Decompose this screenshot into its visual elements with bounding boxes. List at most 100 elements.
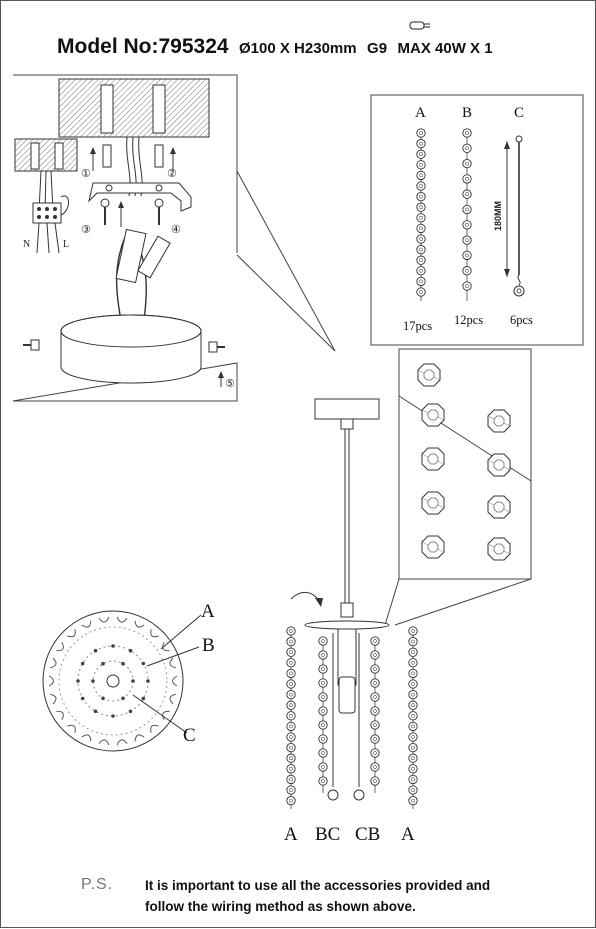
ring-crystal	[116, 616, 128, 623]
ring-c-point	[91, 679, 95, 683]
pendant-chain-a-left-bead	[286, 785, 296, 795]
pendant-chain-b-left-bead	[318, 678, 328, 688]
note-line-2: follow the wiring method as shown above.	[145, 899, 416, 914]
ring-crystal	[81, 734, 92, 742]
top-view-label-c: C	[183, 725, 196, 746]
crystal-detail-panel	[384, 348, 532, 626]
chain-label-bc: BC	[315, 824, 341, 845]
step-4: ④	[171, 224, 181, 236]
ring-c-point	[131, 679, 135, 683]
chain-a-bead	[416, 276, 426, 287]
pendant-chain-b-left-bead	[318, 664, 328, 674]
chain-b-bead	[462, 235, 472, 245]
pendant-chain-a-left-bead	[286, 668, 296, 679]
ring-crystal	[162, 641, 170, 652]
pendant-chain-a-right-bead	[408, 711, 418, 721]
pendant-chain-b-right-bead	[370, 776, 380, 786]
ring-c-point	[121, 696, 125, 701]
ring-crystal	[56, 641, 64, 652]
pendant-chain-b-left-bead	[318, 650, 328, 660]
pendant-chain-b-right-bead	[370, 664, 380, 674]
chain-b-bead	[462, 189, 472, 199]
ring-c-point	[101, 696, 105, 701]
pendant-chain-b-right-bead	[370, 762, 380, 772]
pendant-chain-a-right-bead	[408, 636, 418, 647]
ring-b-point	[111, 644, 115, 648]
pendant-chain-a-left-bead	[286, 626, 296, 636]
ring-crystal	[67, 629, 76, 638]
pendant-chain-b-right-bead	[370, 748, 380, 758]
chain-a-bead	[416, 287, 426, 297]
wattage-spec: MAX 40W X 1	[397, 40, 493, 57]
chain-a-bead	[416, 138, 426, 149]
pendant-chain-b-right-bead	[370, 650, 380, 660]
pendant-chain-b-left-bead	[318, 720, 328, 730]
pendant-chain-a-right-bead	[408, 764, 418, 774]
ring-c-point	[101, 661, 105, 666]
pendant-chain-b-right-bead	[370, 706, 380, 716]
pendant-chain-a-right-bead	[408, 700, 418, 710]
bulb-icon	[409, 21, 430, 30]
chain-label-cb: CB	[355, 824, 381, 845]
pendant-chain-a-left-bead	[286, 658, 296, 668]
ps-label: P.S.	[81, 876, 114, 893]
top-view-diagram	[42, 610, 202, 752]
ring-b-point	[128, 709, 133, 714]
part-c-quantity: 6pcs	[510, 313, 533, 327]
ring-crystal	[169, 657, 176, 669]
ring-crystal	[98, 616, 110, 623]
ring-crystal	[134, 734, 145, 742]
pendant-chain-a-left-bead	[286, 774, 296, 785]
ring-crystal	[134, 620, 145, 628]
pendant-chain-a-right-bead	[408, 647, 418, 657]
chain-a-bead	[416, 213, 426, 223]
chain-label-left-a: A	[284, 824, 298, 845]
pendant-chain-b-right-bead	[370, 734, 380, 744]
pendant-chain-b-left-bead	[318, 692, 328, 702]
pendant-chain-b-left-bead	[318, 776, 328, 786]
chain-b-bead	[462, 128, 472, 138]
chain-b-bead	[462, 204, 472, 215]
pendant-chain-b-left-bead	[318, 762, 328, 772]
pendant-chain-a-left-bead	[286, 700, 296, 710]
pendant-chain-b-right-bead	[370, 636, 380, 646]
ring-crystal	[67, 724, 76, 733]
step-3: ③	[81, 224, 91, 236]
ring-b-point	[93, 648, 98, 653]
pendant-chain-a-right-bead	[408, 795, 418, 806]
pendant-chain-a-right-bead	[408, 721, 418, 732]
chain-a-bead	[416, 181, 426, 191]
chain-b-bead	[462, 266, 472, 276]
ring-b-point	[93, 709, 98, 714]
pendant-chain-a-right-bead	[408, 774, 418, 785]
pendant-chain-a-left-bead	[286, 764, 296, 774]
model-number: Model No:795324	[57, 35, 229, 58]
page-title: Model No:795324 Ø100 X H230mm G9 MAX 40W…	[57, 35, 493, 59]
ring-crystal	[150, 724, 159, 733]
pendant-chain-a-right-bead	[408, 689, 418, 700]
ring-crystal	[150, 629, 159, 638]
ring-b-point	[128, 648, 133, 653]
ring-crystal	[98, 739, 110, 746]
step-5: ⑤	[225, 378, 235, 390]
wire-l-label: L	[63, 239, 69, 250]
part-a-letter: A	[415, 105, 426, 121]
pendant-chain-b-left-bead	[318, 734, 328, 744]
dimension-spec: Ø100 X H230mm	[239, 40, 357, 57]
chain-label-right-a: A	[401, 824, 415, 845]
pendant-chain-a-right-bead	[408, 626, 418, 636]
pendant-chain-a-left-bead	[286, 732, 296, 742]
installation-panel	[12, 74, 238, 402]
ring-c-point	[121, 661, 125, 666]
bulb-type: G9	[367, 40, 388, 57]
part-b-quantity: 12pcs	[454, 313, 484, 327]
pendant-chain-a-right-bead	[408, 732, 418, 742]
chain-a-bead	[416, 160, 426, 170]
ring-crystal	[116, 739, 128, 746]
pendant-chain-b-right-bead	[370, 678, 380, 688]
ring-b-point	[80, 661, 85, 666]
ring-crystal	[48, 675, 54, 687]
chain-a-bead	[416, 266, 426, 276]
